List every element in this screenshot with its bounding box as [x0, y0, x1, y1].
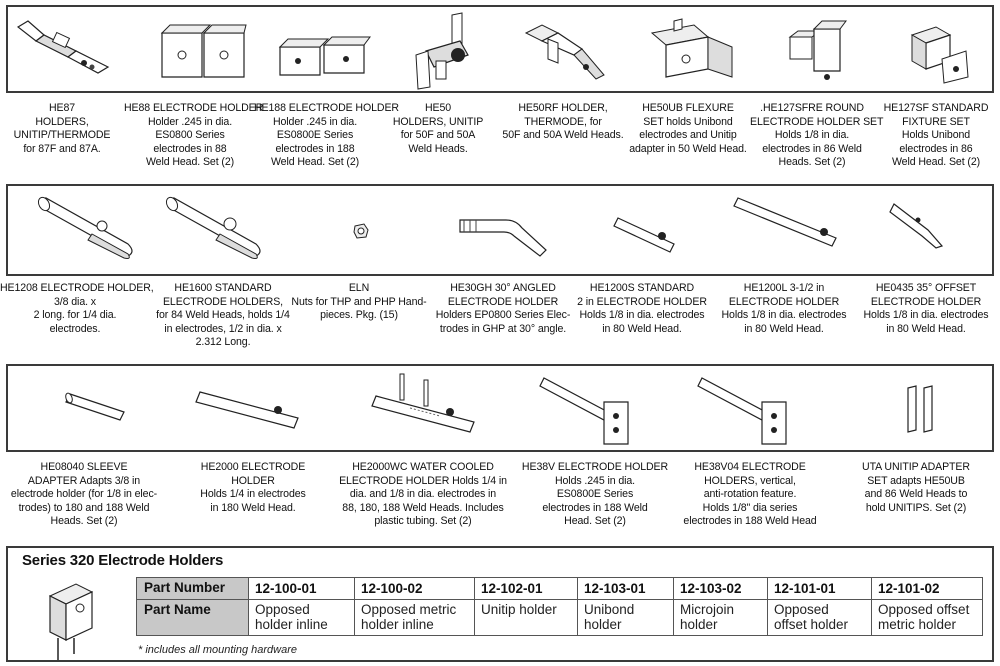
- part-name-line: holder: [680, 617, 718, 632]
- sleeve-icon: [64, 388, 134, 422]
- cylinder-holder-icon: [160, 194, 270, 266]
- cylinder-holder-icon: [32, 194, 142, 266]
- part-name-line: Opposed: [774, 602, 829, 617]
- vertical-holder-icon: [696, 372, 796, 450]
- part-number-cell: 12-103-01: [577, 577, 674, 600]
- part-number-cell: 12-101-02: [871, 577, 983, 600]
- nut-icon: [352, 222, 370, 240]
- part-name-line: Microjoin: [680, 602, 735, 617]
- part-name-line: holder inline: [361, 617, 434, 632]
- part-name-line: Opposed: [255, 602, 310, 617]
- part-name-line: Opposed metric: [361, 602, 457, 617]
- part-number-header: Part Number: [136, 577, 249, 600]
- part-name-cell: Unitip holder: [474, 599, 578, 636]
- unitip-adapter-icon: [904, 384, 944, 434]
- series-title: Series 320 Electrode Holders: [22, 552, 224, 569]
- cylinder-holder-icon: [194, 386, 304, 430]
- part-name-line: Unibond: [584, 602, 635, 617]
- holder-188-icon: [276, 33, 372, 79]
- angled-holder-icon: [456, 210, 552, 258]
- series-320-table: Part Number 12-100-01 12-100-02 12-102-0…: [136, 577, 983, 636]
- part-name-line: metric holder: [878, 617, 957, 632]
- part-number-cell: 12-100-01: [248, 577, 355, 600]
- holder-88-icon: [158, 23, 248, 79]
- illustration-panel-row-1: [6, 5, 994, 93]
- part-name-line: Opposed offset: [878, 602, 970, 617]
- illustration-panel-row-3: [6, 364, 994, 452]
- part-number-cell: 12-100-02: [354, 577, 475, 600]
- cylinder-holder-icon: [732, 192, 842, 248]
- cylinder-holder-icon: [612, 210, 682, 254]
- part-number-row: Part Number 12-100-01 12-100-02 12-102-0…: [136, 577, 983, 600]
- cylinder-holder-icon: [888, 200, 948, 250]
- flexure-50ub-icon: [644, 17, 740, 85]
- illustration-panel-row-2: [6, 184, 994, 276]
- footnote: * includes all mounting hardware: [138, 644, 297, 656]
- holder-87-icon: [14, 17, 114, 79]
- part-name-line: holder: [584, 617, 622, 632]
- series-320-section: Series 320 Electrode Holders Part Number…: [6, 546, 994, 662]
- part-name-line: holder inline: [255, 617, 328, 632]
- part-number-cell: 12-102-01: [474, 577, 578, 600]
- fixture-127sf-icon: [906, 15, 976, 85]
- part-number-cell: 12-101-01: [767, 577, 872, 600]
- part-name-line: offset holder: [774, 617, 849, 632]
- holder-50-icon: [406, 11, 486, 91]
- water-cooled-holder-icon: [370, 372, 480, 436]
- part-name-line: Unitip holder: [481, 602, 557, 617]
- vertical-holder-icon: [538, 372, 638, 450]
- holder-50rf-icon: [518, 19, 608, 85]
- round-holder-127sfre-icon: [784, 17, 848, 87]
- series-320-holder-icon: [36, 578, 106, 662]
- part-name-header: Part Name: [136, 599, 249, 636]
- part-number-cell: 12-103-02: [673, 577, 768, 600]
